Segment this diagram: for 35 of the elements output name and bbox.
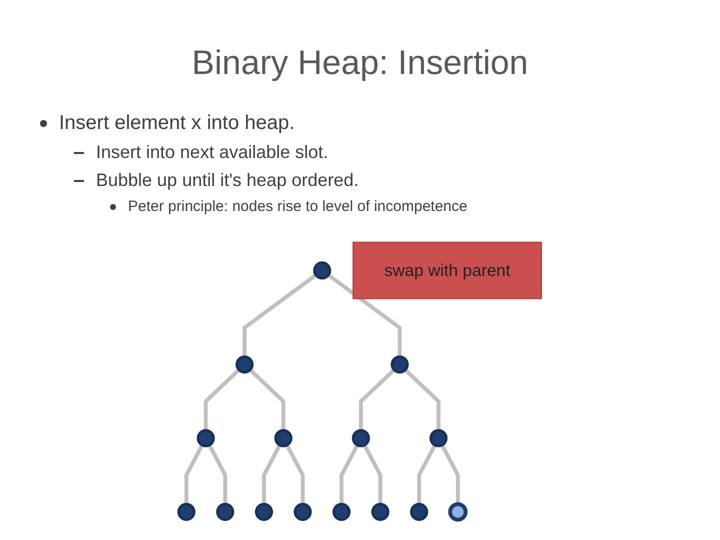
sub-bullet-text: Bubble up until it's heap ordered. bbox=[96, 170, 359, 191]
node-circle bbox=[429, 429, 448, 448]
node-circle bbox=[294, 502, 312, 521]
node-circle bbox=[177, 502, 196, 521]
node-circle bbox=[390, 355, 409, 374]
connector bbox=[285, 444, 305, 504]
node-circle bbox=[313, 261, 332, 280]
node-circle bbox=[410, 502, 428, 521]
node-circle bbox=[196, 429, 215, 448]
node-circle bbox=[332, 502, 351, 521]
node-circle bbox=[448, 502, 468, 522]
connector bbox=[204, 368, 240, 430]
node-circle bbox=[236, 355, 254, 374]
sub-bullet-text: Insert into next available slot. bbox=[96, 142, 328, 163]
connector bbox=[262, 444, 282, 504]
node-circle bbox=[254, 502, 274, 521]
node-circle bbox=[274, 429, 292, 448]
connector bbox=[359, 368, 396, 430]
bullet-text: Insert element x into heap. bbox=[59, 112, 295, 135]
connector bbox=[248, 368, 286, 430]
connector bbox=[242, 274, 318, 357]
connector bbox=[208, 444, 228, 504]
connector bbox=[440, 444, 460, 504]
connector bbox=[362, 444, 382, 504]
connector bbox=[184, 444, 204, 504]
connector bbox=[340, 444, 360, 504]
slide-title: Binary Heap: Insertion bbox=[192, 44, 528, 83]
connector bbox=[404, 368, 440, 430]
connector bbox=[417, 444, 437, 504]
node-circle bbox=[352, 429, 370, 448]
node-circle bbox=[371, 502, 390, 521]
connector bbox=[327, 274, 402, 357]
node-circle bbox=[216, 502, 234, 521]
sub-bullet-text: Peter principle: nodes rise to level of incompetence bbox=[128, 198, 468, 215]
node-box: swap with parent bbox=[352, 242, 542, 300]
